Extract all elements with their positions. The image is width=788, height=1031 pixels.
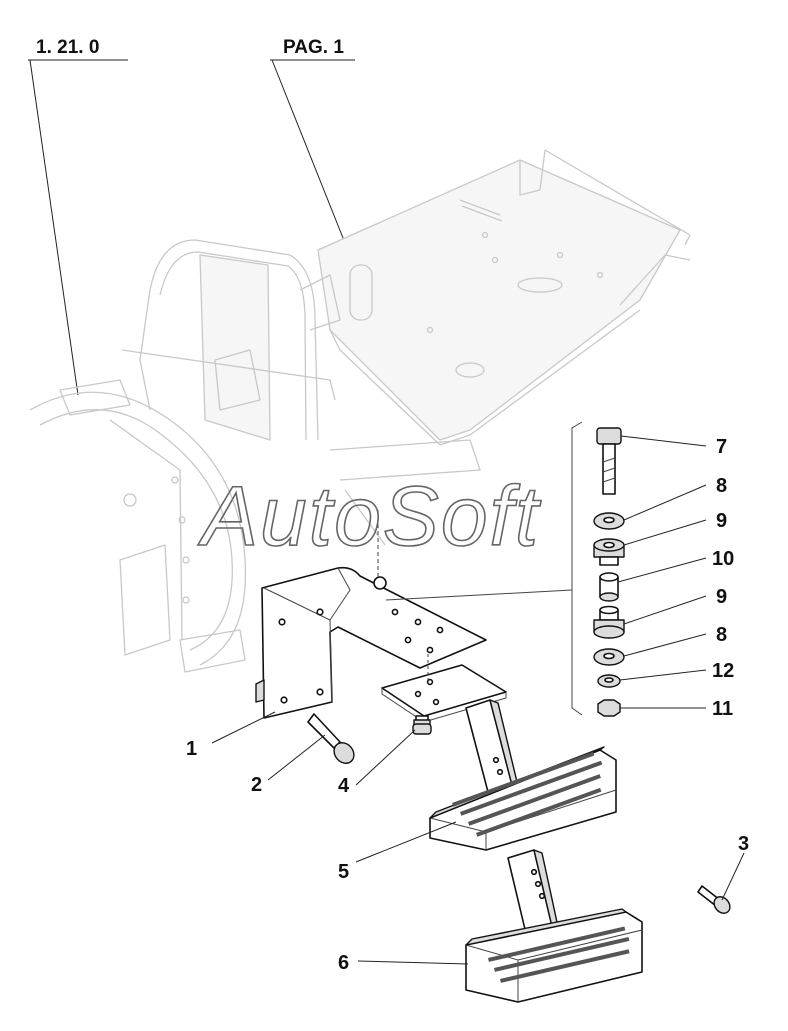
callout-4: 4 (338, 775, 350, 797)
bushing-9-lower (593, 605, 625, 639)
callout-1: 1 (186, 738, 197, 760)
lower-step-tread (488, 926, 630, 983)
callout-11: 11 (712, 698, 733, 720)
bolt-small (412, 715, 432, 735)
upper-step-tread (451, 751, 603, 837)
bolt-7 (596, 427, 622, 495)
washer-8-upper (593, 512, 625, 530)
lower-step (465, 849, 643, 1003)
callout-9-lower: 9 (716, 586, 727, 608)
reference-group-code: 1. 21. 0 (28, 37, 128, 396)
callout-2: 2 (251, 774, 262, 796)
callout-numbers: 1 2 3 4 5 6 7 8 9 10 9 8 12 11 (186, 436, 749, 974)
leader-lines (211, 435, 745, 965)
nut-11 (597, 699, 621, 717)
bolt-large (307, 713, 355, 764)
callout-6: 6 (338, 952, 349, 974)
reference-page-text: PAG. 1 (283, 37, 344, 58)
callout-10: 10 (712, 548, 734, 570)
hardware-stack (593, 427, 625, 717)
washer-8-lower (593, 648, 625, 666)
callout-7: 7 (716, 436, 727, 458)
callout-8-lower: 8 (716, 624, 727, 646)
upper-step (429, 699, 617, 851)
watermark-text: AutoSoft (197, 469, 542, 563)
reference-page: PAG. 1 (270, 37, 355, 244)
reference-group-code-text: 1. 21. 0 (36, 37, 99, 58)
callout-3: 3 (738, 833, 749, 855)
spacer-10 (599, 572, 619, 602)
bushing-9-upper (593, 538, 625, 566)
bolt-loose (697, 885, 731, 914)
callout-9-upper: 9 (716, 510, 727, 532)
callout-8-upper: 8 (716, 475, 727, 497)
callout-5: 5 (338, 861, 349, 883)
callout-12: 12 (712, 660, 734, 682)
washer-12 (597, 674, 621, 688)
step-bracket (255, 421, 583, 719)
tractor-chassis-ghost (29, 149, 691, 673)
